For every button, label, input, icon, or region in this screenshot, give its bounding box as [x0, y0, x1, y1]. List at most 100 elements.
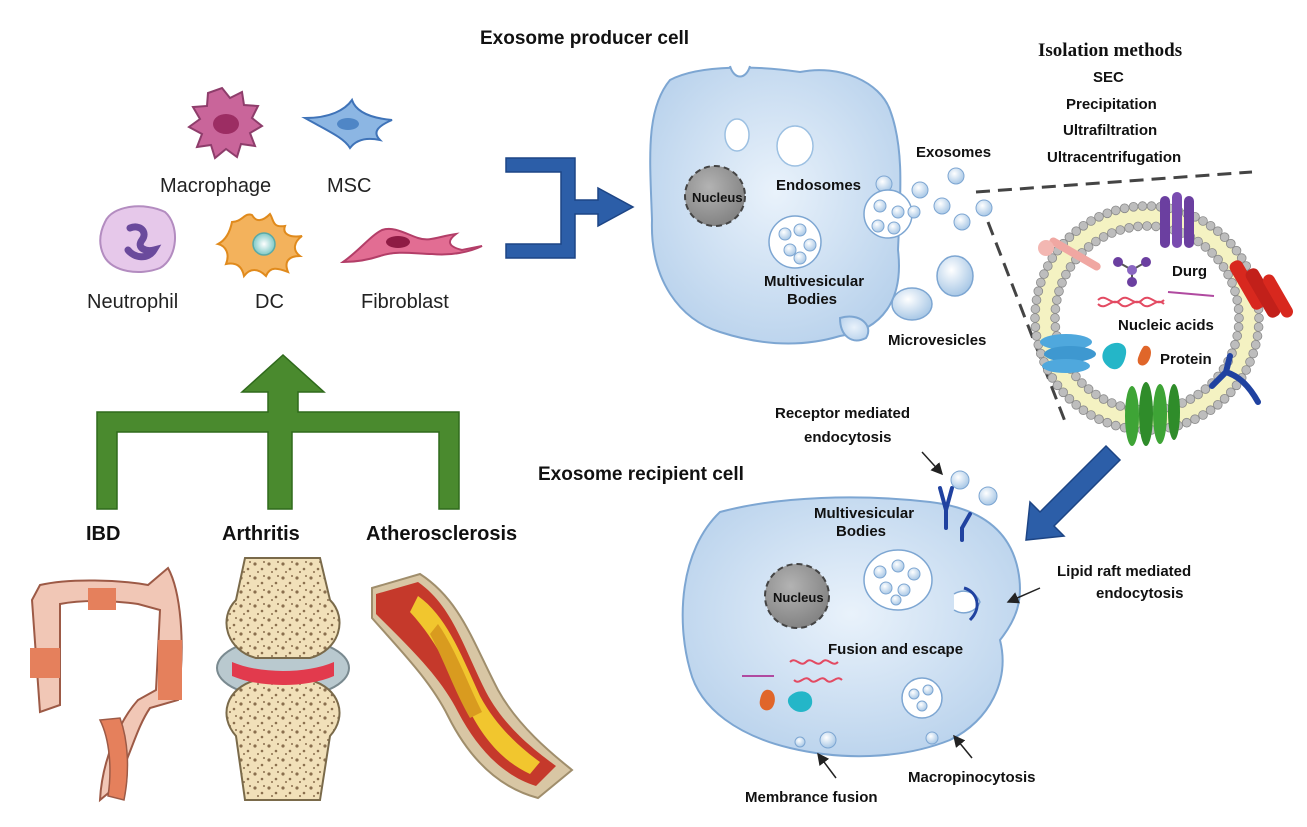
lipid-bead-outer — [1052, 380, 1063, 391]
purple-membrane-protein — [1160, 192, 1194, 248]
lipid-bead-outer — [1064, 232, 1075, 243]
dc-icon — [215, 212, 303, 279]
lipid-bead-inner — [1065, 262, 1076, 272]
lipid-bead-inner — [1230, 339, 1240, 350]
lipid-bead-inner — [1061, 269, 1071, 280]
macropinosome — [901, 677, 943, 745]
lipid-bead-inner — [1124, 223, 1134, 233]
lipid-bead-outer — [1119, 203, 1130, 214]
lipid-bead-inner — [1071, 371, 1081, 382]
lipid-bead-inner — [1115, 225, 1126, 235]
lipid-bead-outer — [1231, 380, 1242, 391]
recipient-protein-cyan — [787, 691, 813, 712]
lipid-bead-inner — [1185, 394, 1196, 404]
lipid-bead-inner — [1207, 248, 1217, 258]
lipid-bead-inner — [1233, 322, 1244, 332]
lipid-bead-outer — [1047, 373, 1058, 383]
zoom-line-bottom — [986, 221, 1068, 425]
dna-strand-icon-2 — [1097, 300, 1165, 308]
rna-strand-icon — [1167, 291, 1215, 297]
lipid-bead-outer — [1219, 232, 1230, 243]
lipid-bead-inner — [1050, 304, 1061, 314]
protein-orange-icon — [1137, 345, 1151, 366]
lipid-bead-outer — [1064, 393, 1075, 404]
lipid-bead-outer — [1030, 304, 1041, 314]
endosomes-label: Endosomes — [776, 177, 861, 194]
producer-mvb-label-1: Multivesicular — [764, 273, 864, 290]
recipient-mvb-label-1: Multivesicular — [814, 505, 914, 522]
receptor-label-1: Receptor mediated — [775, 405, 910, 422]
recipient-mvb — [863, 549, 933, 611]
receptor-uptake — [938, 470, 998, 542]
fibroblast-label: Fibroblast — [361, 291, 449, 313]
lipid-bead-outer — [1086, 216, 1096, 226]
lipid-bead-inner — [1050, 322, 1061, 332]
producer-mvb-label-2: Bodies — [787, 291, 837, 308]
lipid-bead-inner — [1133, 221, 1143, 232]
lipid-bead-outer — [1086, 410, 1096, 420]
isolation-method-sec: SEC — [1093, 69, 1124, 86]
lipid-bead-outer — [1198, 216, 1208, 226]
lipid-bead-outer — [1245, 357, 1255, 367]
lipid-bead-outer — [1078, 221, 1089, 231]
lipid-bead-outer — [1111, 205, 1121, 216]
lipid-label-2: endocytosis — [1096, 585, 1184, 602]
microvesicles-label: Microvesicles — [888, 332, 986, 349]
lipid-bead-outer — [1181, 417, 1192, 428]
macropinocytosis-pointer — [953, 734, 973, 759]
producer-cell — [649, 65, 902, 345]
green-membrane-protein — [1125, 382, 1180, 446]
lipid-bead-outer — [1190, 414, 1200, 425]
lipid-bead-inner — [1193, 389, 1203, 400]
artery-icon — [371, 572, 574, 800]
lipid-pointer — [1006, 587, 1041, 604]
lipid-bead-inner — [1091, 236, 1101, 247]
protein-cyan-icon — [1102, 342, 1127, 370]
lipid-bead-inner — [1193, 236, 1203, 247]
lipid-bead-outer — [1241, 365, 1251, 375]
lipid-bead-inner — [1223, 269, 1233, 280]
lipid-bead-inner — [1083, 384, 1094, 394]
dna-strand-icon — [1097, 296, 1165, 304]
lipid-bead-inner — [1107, 228, 1117, 238]
recipient-nucleus-label: Nucleus — [773, 590, 824, 605]
lipid-bead-inner — [1083, 242, 1094, 252]
lipid-bead-outer — [1226, 387, 1236, 398]
lipid-bead-outer — [1137, 201, 1148, 211]
lipid-bead-outer — [1205, 221, 1216, 231]
lipid-bead-outer — [1071, 226, 1081, 237]
lipid-bead-outer — [1146, 201, 1157, 211]
dc-label: DC — [255, 291, 284, 313]
macrophage-icon — [187, 86, 264, 160]
recipient-dna-icon-2 — [793, 677, 843, 683]
exosome-release — [863, 167, 993, 239]
lipid-bead-outer — [1198, 410, 1208, 420]
lipid-bead-outer — [1031, 295, 1042, 305]
lipid-label-1: Lipid raft mediated — [1057, 563, 1191, 580]
lipid-bead-inner — [1230, 286, 1240, 297]
lipid-bead-outer — [1250, 339, 1261, 350]
lipid-bead-inner — [1107, 398, 1117, 408]
lipid-bead-inner — [1232, 331, 1242, 341]
protein-label: Protein — [1160, 351, 1212, 368]
lipid-bead-outer — [1226, 238, 1236, 249]
lipid-bead-outer — [1254, 313, 1264, 323]
lipid-bead-outer — [1102, 208, 1113, 219]
lipid-bead-inner — [1200, 384, 1211, 394]
lipid-bead-outer — [1253, 322, 1264, 332]
arthritis-label: Arthritis — [222, 523, 300, 545]
lipid-bead-outer — [1102, 417, 1113, 428]
lipid-bead-inner — [1091, 389, 1101, 400]
pink-membrane-protein — [1038, 237, 1101, 271]
drug-molecule-icon — [1113, 257, 1151, 287]
blue-bracket-arrow — [505, 157, 635, 259]
producer-nucleus — [684, 165, 746, 227]
recipient-mvb-label-2: Bodies — [836, 523, 886, 540]
receptor-label-2: endocytosis — [804, 429, 892, 446]
fibroblast-icon — [339, 228, 483, 264]
lipid-bead-inner — [1233, 304, 1244, 314]
lipid-bead-inner — [1050, 313, 1060, 323]
lipid-bead-inner — [1098, 232, 1109, 242]
lipid-bead-outer — [1036, 348, 1046, 359]
zoom-line-top — [975, 170, 1253, 194]
